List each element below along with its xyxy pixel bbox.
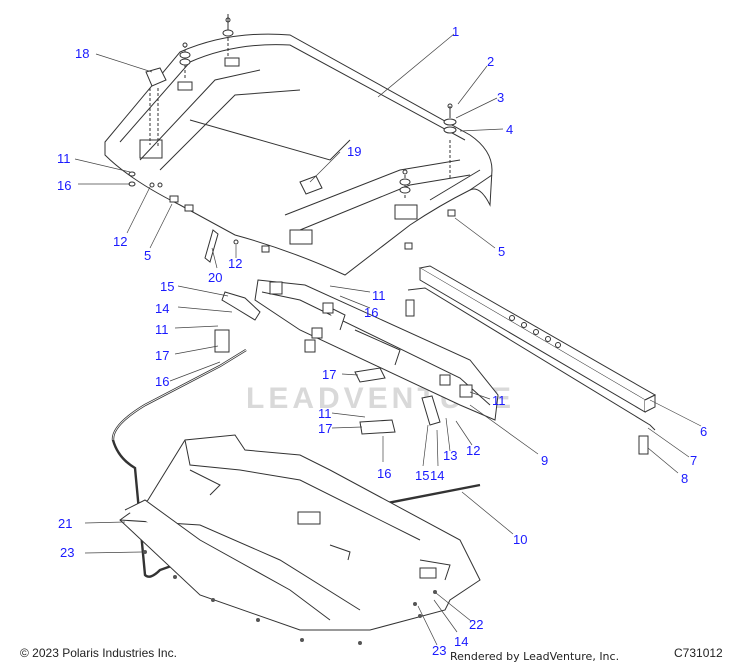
callout-16-c[interactable]: 16 bbox=[155, 374, 169, 389]
callout-16-d[interactable]: 16 bbox=[377, 466, 391, 481]
callout-11-d[interactable]: 11 bbox=[492, 393, 506, 408]
callout-11-e[interactable]: 11 bbox=[318, 406, 332, 421]
diagram-code: C731012 bbox=[674, 646, 723, 660]
callout-5-top[interactable]: 5 bbox=[144, 248, 151, 263]
callout-11-a[interactable]: 11 bbox=[57, 151, 71, 166]
callout-15-a[interactable]: 15 bbox=[160, 279, 174, 294]
callout-17-b[interactable]: 17 bbox=[322, 367, 336, 382]
callout-5-right[interactable]: 5 bbox=[498, 244, 505, 259]
callout-19[interactable]: 19 bbox=[347, 144, 361, 159]
roof-panel bbox=[104, 33, 493, 276]
callout-14-c[interactable]: 14 bbox=[454, 634, 468, 649]
strap-7 bbox=[407, 287, 656, 431]
callout-22[interactable]: 22 bbox=[469, 617, 483, 632]
leader-lines bbox=[74, 33, 702, 646]
latch-15 bbox=[421, 395, 441, 426]
rendered-by-text: Rendered by LeadVenture, Inc. bbox=[450, 650, 620, 663]
callout-17-a[interactable]: 17 bbox=[155, 348, 169, 363]
callout-23-a[interactable]: 23 bbox=[60, 545, 74, 560]
callout-15-b[interactable]: 15 bbox=[415, 468, 429, 483]
callout-13[interactable]: 13 bbox=[443, 448, 457, 463]
callout-12-b[interactable]: 12 bbox=[228, 256, 242, 271]
callout-18[interactable]: 18 bbox=[75, 46, 89, 61]
callout-8[interactable]: 8 bbox=[681, 471, 688, 486]
copyright-text: © 2023 Polaris Industries Inc. bbox=[20, 646, 177, 660]
callout-14-a[interactable]: 14 bbox=[155, 301, 169, 316]
callout-21[interactable]: 21 bbox=[58, 516, 72, 531]
headliner bbox=[119, 434, 481, 631]
callout-2[interactable]: 2 bbox=[487, 54, 494, 69]
hardware bbox=[128, 14, 457, 253]
fastener-dots[interactable] bbox=[143, 550, 437, 645]
callout-11-c[interactable]: 11 bbox=[155, 322, 169, 337]
callout-labels: 1 2 3 4 5 5 6 7 8 9 10 11 11 11 11 11 12… bbox=[57, 24, 707, 658]
header-bracket bbox=[254, 279, 499, 421]
callout-10[interactable]: 10 bbox=[513, 532, 527, 547]
callout-3[interactable]: 3 bbox=[497, 90, 504, 105]
callout-23-b[interactable]: 23 bbox=[432, 643, 446, 658]
bracket-15-left bbox=[221, 291, 261, 321]
callout-16-a[interactable]: 16 bbox=[57, 178, 71, 193]
callout-4[interactable]: 4 bbox=[506, 122, 513, 137]
callout-14-b[interactable]: 14 bbox=[430, 468, 444, 483]
callout-7[interactable]: 7 bbox=[690, 453, 697, 468]
callout-6[interactable]: 6 bbox=[700, 424, 707, 439]
cross-bar bbox=[418, 265, 657, 413]
bracket-17-center bbox=[354, 367, 386, 383]
pad-8-left bbox=[405, 299, 415, 317]
pad-18 bbox=[145, 67, 167, 87]
callout-12-a[interactable]: 12 bbox=[113, 234, 127, 249]
pad-19 bbox=[299, 175, 323, 195]
strap-20 bbox=[204, 229, 219, 263]
callout-11-b[interactable]: 11 bbox=[372, 288, 386, 303]
bracket-17-lower bbox=[359, 419, 396, 435]
callout-20[interactable]: 20 bbox=[208, 270, 222, 285]
callout-17-c[interactable]: 17 bbox=[318, 421, 332, 436]
callout-9[interactable]: 9 bbox=[541, 453, 548, 468]
pad-8-right bbox=[638, 435, 649, 455]
callout-12-c[interactable]: 12 bbox=[466, 443, 480, 458]
callout-16-b[interactable]: 16 bbox=[364, 305, 378, 320]
callout-1[interactable]: 1 bbox=[452, 24, 459, 39]
